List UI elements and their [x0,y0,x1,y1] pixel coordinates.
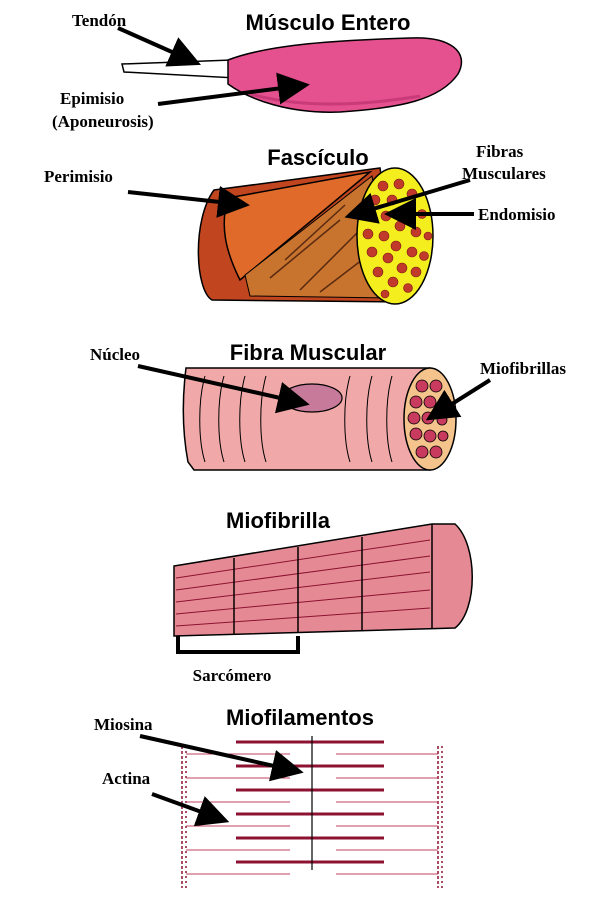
muscle-shading [249,92,421,106]
arrow-actin [151,792,230,827]
title-muscle-fiber: Fibra Muscular [230,340,387,365]
fiber-texture [269,204,376,293]
whole-muscle-section: Músculo Entero Tendón Epimisio (Aponeuro… [52,10,463,131]
label-muscle-fibers-2: Musculares [462,164,546,183]
arrow-tendon [117,26,201,67]
fiber-striations [199,375,393,463]
label-actin: Actina [102,769,151,788]
label-muscle-fibers-1: Fibras [476,142,524,161]
arrow-myosin [139,734,304,782]
label-sarcomere: Sarcómero [193,666,272,685]
title-fascicle: Fascículo [267,145,368,170]
z-lines [233,524,433,634]
tendon-shape [121,59,237,79]
myofibril-striations [175,539,431,627]
label-perimysium: Perimisio [44,167,113,186]
arrow-myofibrils [425,378,492,421]
myofibril-section: Miofibrilla Sarcómero [173,508,473,685]
label-epimysium-1: Epimisio [60,89,124,108]
title-myofibril: Miofibrilla [226,508,331,533]
title-whole-muscle: Músculo Entero [245,10,410,35]
label-nucleus: Núcleo [90,345,140,364]
whole-muscle-shape [227,37,463,113]
label-epimysium-2: (Aponeurosis) [52,112,154,131]
muscle-fiber-section: Fibra Muscular Núcleo Miofibrillas [90,340,566,471]
myofilaments-section: Miofilamentos Miosina Actina [94,705,443,888]
arrow-nucleus [137,364,310,414]
actin-filaments [186,753,438,875]
z-disc-left [181,746,187,888]
arrow-perimysium [127,185,250,218]
sarcomere-bracket [176,636,300,654]
label-tendon: Tendón [72,11,127,30]
fascicle-section: Fascículo Perimisio Fibras Musculares En… [44,142,555,305]
arrow-muscle-fibers [344,178,471,224]
myosin-filaments [236,740,384,864]
label-endomysium: Endomisio [478,205,555,224]
myofibril-body [173,523,473,637]
arrow-epimysium [157,72,310,106]
label-myosin: Miosina [94,715,153,734]
z-disc-right [437,746,443,888]
title-myofilaments: Miofilamentos [226,705,374,730]
nucleus-shape [281,383,343,413]
label-myofibrils: Miofibrillas [480,359,566,378]
